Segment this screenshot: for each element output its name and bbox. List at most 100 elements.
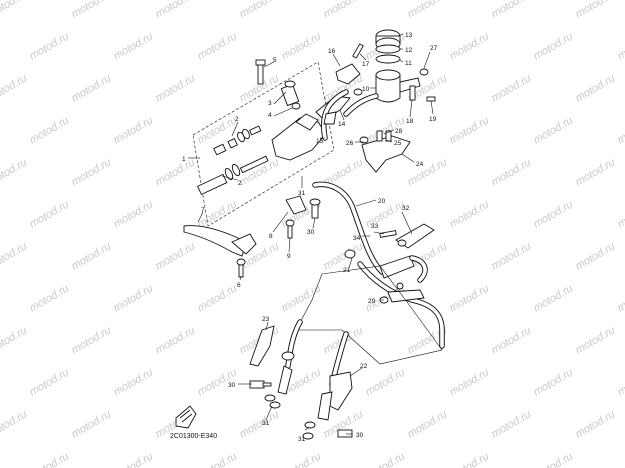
callout-34: 34 — [353, 235, 361, 242]
watermark-text: motod.ru — [112, 282, 156, 314]
callout-23: 23 — [262, 316, 270, 323]
watermark-text: motod.ru — [532, 30, 576, 62]
watermark-text: motod.ru — [406, 408, 450, 440]
callout-8: 8 — [269, 233, 273, 240]
watermark-text: motod.ru — [154, 0, 198, 21]
callout-17: 17 — [362, 61, 370, 68]
watermark-text: motod.ru — [490, 408, 534, 440]
watermark-text: motod.ru — [70, 156, 114, 188]
watermark-text: motod.ru — [490, 156, 534, 188]
watermark-text: motod.ru — [574, 0, 618, 21]
watermark-text: motod.ru — [0, 408, 29, 440]
watermark-text: motod.ru — [0, 72, 29, 104]
callout-14: 14 — [338, 121, 346, 128]
callout-21: 21 — [343, 267, 351, 274]
watermark-text: motod.ru — [490, 240, 534, 272]
callout-12: 12 — [405, 47, 413, 54]
watermark-text: motod.ru — [616, 114, 625, 146]
callout-19: 19 — [429, 116, 437, 123]
callout-15: 15 — [316, 138, 324, 145]
watermark-text: motod.ru — [364, 366, 408, 398]
watermark-text: motod.ru — [112, 114, 156, 146]
callout-numbers: 5 2 2 3 4 1 7 6 8 9 30 31 15 14 16 10 17… — [182, 32, 438, 443]
watermark-text: motod.ru — [154, 72, 198, 104]
watermark-text: motod.ru — [196, 282, 240, 314]
brake-lever — [183, 225, 257, 278]
watermark-text: motod.ru — [364, 450, 408, 468]
watermark-text: motod.ru — [616, 282, 625, 314]
watermark-text: motod.ru — [238, 408, 282, 440]
watermark-text: motod.ru — [574, 156, 618, 188]
callout-27: 27 — [430, 45, 438, 52]
watermark-text: motod.ru — [616, 366, 625, 398]
watermark-text: motod.ru — [28, 366, 72, 398]
watermark-text: motod.ru — [490, 0, 534, 21]
watermark-text: motod.ru — [448, 366, 492, 398]
watermark-text: motod.ru — [280, 30, 324, 62]
watermark-text: motod.ru — [0, 324, 29, 356]
watermark-text: motod.ru — [574, 240, 618, 272]
watermark-text: motod.ru — [28, 282, 72, 314]
watermark-text: motod.ru — [280, 450, 324, 468]
watermark-text: motod.ru — [322, 0, 366, 21]
callout-31-right: 31 — [298, 436, 306, 443]
callout-25: 25 — [394, 140, 402, 147]
watermark-text: motod.ru — [532, 114, 576, 146]
watermark-text: motod.ru — [238, 0, 282, 21]
callout-32: 32 — [402, 205, 410, 212]
bolt-5 — [257, 63, 264, 85]
watermark-text: motod.ru — [112, 366, 156, 398]
callout-13: 13 — [405, 32, 413, 39]
watermark-text: motod.ru — [70, 324, 114, 356]
callout-22: 22 — [360, 363, 368, 370]
bracket-24 — [361, 135, 411, 173]
callout-2-top: 2 — [235, 116, 239, 123]
watermark-text: motod.ru — [28, 450, 72, 468]
watermark-text: motod.ru — [448, 30, 492, 62]
watermark-text: motod.ru — [574, 408, 618, 440]
watermark-text: motod.ru — [0, 156, 29, 188]
callout-18: 18 — [406, 118, 414, 125]
callout-2-bottom: 2 — [238, 180, 242, 187]
watermark-text: motod.ru — [616, 30, 625, 62]
watermark-text: motod.ru — [490, 324, 534, 356]
callout-24: 24 — [416, 161, 424, 168]
watermark-text: motod.ru — [616, 450, 625, 468]
watermark-text: motod.ru — [112, 450, 156, 468]
brake-pipe-22 — [302, 331, 353, 440]
watermark-text: motod.ru — [154, 324, 198, 356]
callout-1: 1 — [182, 156, 186, 163]
callout-6: 6 — [237, 282, 241, 289]
watermark-text: motod.ru — [406, 156, 450, 188]
watermark-text: motod.ru — [112, 198, 156, 230]
callout-11: 11 — [405, 60, 412, 67]
watermark-text: motod.ru — [532, 282, 576, 314]
watermark-text: motod.ru — [154, 240, 198, 272]
switch-8 — [285, 195, 307, 215]
callout-10: 10 — [362, 86, 370, 93]
callout-26: 26 — [346, 140, 354, 147]
watermark-text: motod.ru — [532, 198, 576, 230]
watermark-text: motod.ru — [112, 30, 156, 62]
front-direction-icon — [175, 405, 197, 429]
watermark-text: motod.ru — [406, 0, 450, 21]
watermark-text: motod.ru — [70, 408, 114, 440]
watermark-text: motod.ru — [0, 0, 29, 21]
callout-16: 16 — [328, 48, 336, 55]
callout-30-upper: 30 — [307, 229, 315, 236]
watermark-text: motod.ru — [28, 198, 72, 230]
callout-7: 7 — [201, 207, 205, 214]
watermark-text: motod.ru — [448, 282, 492, 314]
watermark-text: motod.ru — [70, 72, 114, 104]
diagram-code: 2C01300-E340 — [170, 433, 217, 440]
watermark-text: motod.ru — [574, 72, 618, 104]
watermark-text: motod.ru — [196, 450, 240, 468]
watermark-text: motod.ru — [0, 240, 29, 272]
watermark-text: motod.ru — [196, 30, 240, 62]
callout-4: 4 — [268, 112, 272, 119]
brake-pipe-23 — [249, 319, 303, 409]
watermark-text: motod.ru — [70, 0, 114, 21]
callout-9: 9 — [287, 253, 291, 260]
kit-boundary — [192, 61, 335, 227]
